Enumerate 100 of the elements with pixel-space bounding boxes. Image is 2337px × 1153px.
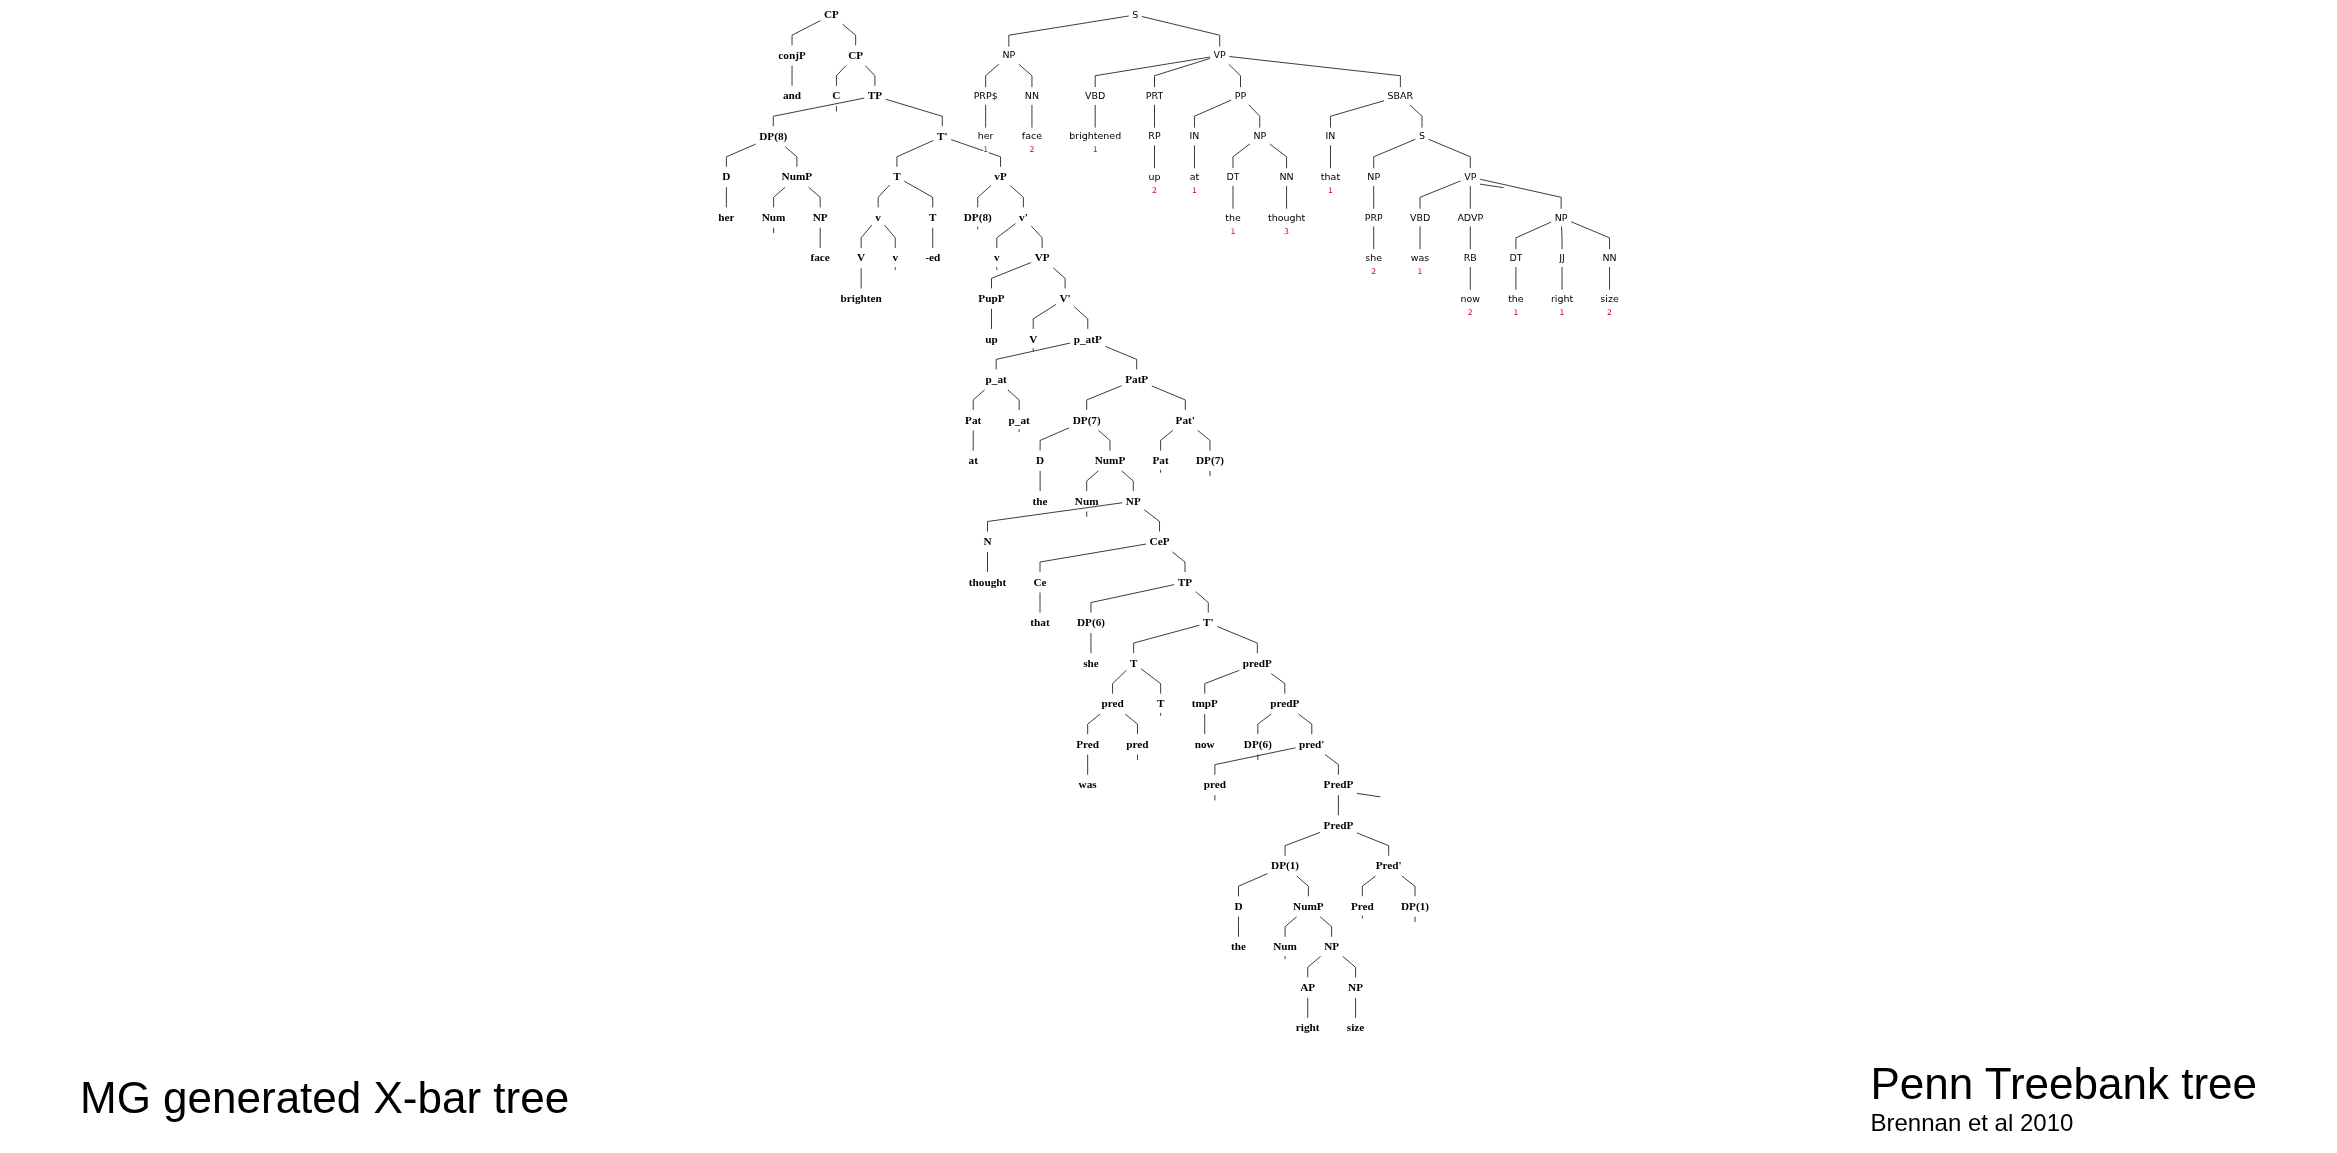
node-text: Num [1074, 494, 1099, 508]
node-text: PupP [978, 291, 1005, 305]
node-text: that [1320, 171, 1341, 183]
node-text: DP(8) [963, 210, 992, 224]
node-text: thought [968, 575, 1007, 589]
connector [1228, 56, 1401, 88]
node-text: pred [1101, 697, 1124, 710]
branch-line [773, 227, 774, 234]
connector [842, 23, 857, 46]
node-text: CP [848, 48, 864, 62]
connector [1160, 430, 1174, 451]
node-text: PRP [1364, 211, 1383, 223]
node-text: she [1365, 252, 1383, 264]
tree-caption: MG generated X-bar tree [80, 1073, 570, 1123]
branch-line [1160, 712, 1162, 717]
node-text: size [1346, 1021, 1365, 1034]
connector [987, 502, 1123, 532]
connector [773, 186, 786, 208]
connector [791, 20, 821, 46]
connector [1570, 221, 1610, 250]
node-text: face [1021, 130, 1043, 142]
connector [1151, 385, 1186, 411]
node-text: T [1129, 656, 1138, 670]
branch-line [1032, 347, 1034, 352]
node-text: NN [1024, 90, 1040, 102]
connector [1090, 584, 1175, 613]
branch-line [1160, 469, 1161, 474]
node-text: S [1419, 130, 1425, 142]
connector [1112, 670, 1127, 695]
node-text: DT [1509, 252, 1523, 264]
node-text: C [832, 89, 841, 102]
node-text: DP(8) [759, 129, 788, 143]
branch-line [1284, 955, 1286, 960]
node-text: NP [1002, 49, 1016, 61]
connector [985, 104, 987, 129]
connector [1356, 832, 1390, 857]
node-text: PP [1234, 90, 1247, 102]
node-text: DP(7) [1195, 454, 1225, 467]
connector [772, 97, 865, 127]
node-text: size [1600, 292, 1619, 304]
node-text: NN [1279, 171, 1294, 183]
node-text: IN [1189, 130, 1200, 142]
connector [884, 224, 896, 249]
connector [972, 389, 985, 411]
connector [977, 185, 992, 208]
connector [1232, 143, 1251, 169]
node-text: NP [1253, 130, 1267, 142]
connector [1197, 430, 1211, 451]
node-text: vP [994, 170, 1007, 183]
node-text: the [1225, 211, 1241, 223]
connector [1324, 754, 1339, 776]
connector [1039, 427, 1070, 451]
connector [1018, 63, 1033, 88]
node-text: VP [1464, 171, 1477, 183]
node-text: brightened [1069, 130, 1122, 142]
node-text: T' [936, 129, 948, 143]
connector [808, 186, 821, 208]
node-text: TP [1177, 575, 1193, 589]
connector [1086, 470, 1099, 492]
connector [1007, 389, 1020, 411]
connector [1561, 226, 1563, 250]
node-text: NumP [1293, 899, 1324, 913]
connector [1171, 551, 1186, 573]
branch-line [1137, 754, 1138, 761]
node-text: NumP [1094, 454, 1126, 467]
node-text: was [1410, 252, 1430, 264]
node-text: at [968, 454, 978, 467]
branch-line [1479, 183, 1504, 189]
connector [1248, 104, 1261, 129]
node-text: D [722, 170, 731, 183]
node-text: brighten [840, 291, 882, 305]
node-text: Pat' [1175, 413, 1195, 426]
connector [726, 143, 757, 168]
node-text: PRP$ [973, 90, 998, 102]
connector [1087, 713, 1101, 735]
connector [1204, 669, 1240, 695]
node-text: at [1189, 171, 1200, 183]
connector [1073, 306, 1089, 330]
node-text: right [1295, 1021, 1320, 1034]
connector [1409, 104, 1423, 129]
node-text: that [1030, 616, 1050, 629]
connector [1428, 138, 1471, 169]
connector [1214, 747, 1296, 776]
tree-caption: Penn Treebank tree [1870, 1059, 2257, 1109]
node-text: ADVP [1457, 211, 1484, 223]
connector [995, 342, 1071, 370]
branch-line [1214, 794, 1216, 801]
connector [1194, 145, 1195, 169]
node-text: IN [1325, 130, 1336, 142]
node-text: v [994, 251, 1000, 264]
node-text: tmpP [1191, 697, 1218, 710]
node-text: S [1132, 9, 1139, 21]
connector [1094, 56, 1211, 88]
branch-line [1209, 470, 1211, 477]
connector [1098, 430, 1111, 451]
node-text: T [893, 170, 901, 183]
node-text: NP [1125, 494, 1141, 508]
connector [991, 308, 992, 330]
node-text: and [782, 89, 802, 102]
node-text: thought [1267, 211, 1306, 223]
